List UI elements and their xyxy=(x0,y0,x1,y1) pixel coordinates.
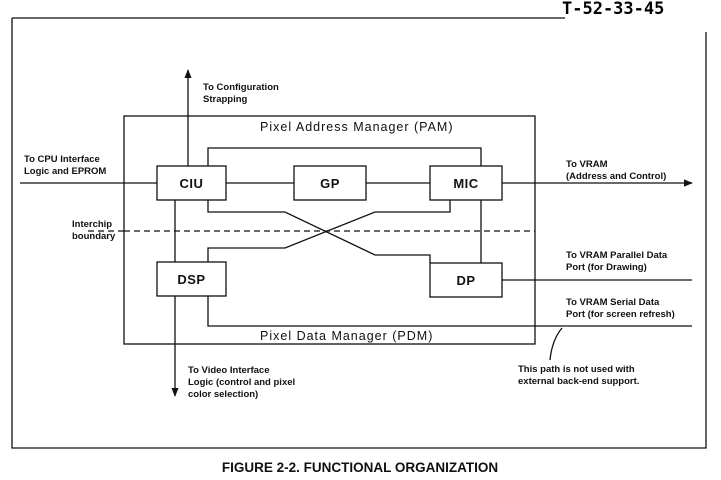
config-label-line2: Strapping xyxy=(203,94,248,105)
manager-boundary-box xyxy=(123,115,536,345)
dsp-serial-path xyxy=(207,296,535,327)
config-label-line1: To Configuration xyxy=(203,82,279,93)
pam-title: Pixel Address Manager (PAM) xyxy=(260,120,454,134)
document-id: T-52-33-45 xyxy=(562,0,664,19)
dsp-block xyxy=(156,261,227,297)
vram-address-label-line1: To VRAM xyxy=(566,159,608,170)
vram-serial-label-line2: Port (for screen refresh) xyxy=(566,309,675,320)
note-pointer xyxy=(549,327,563,361)
note-label-line2: external back-end support. xyxy=(518,376,639,387)
dp-block xyxy=(429,262,503,298)
cpu-label-line1: To CPU Interface xyxy=(24,154,100,165)
video-label-line1: To Video Interface xyxy=(188,365,269,376)
pdm-title: Pixel Data Manager (PDM) xyxy=(260,329,433,343)
note-label-line1: This path is not used with xyxy=(518,364,635,375)
video-label-line2: Logic (control and pixel xyxy=(188,377,295,388)
interchip-label-line2: boundary xyxy=(72,231,116,242)
dp-label: DP xyxy=(456,273,475,288)
dsp-label: DSP xyxy=(177,272,205,287)
page-frame xyxy=(11,17,707,449)
cpu-label-line2: Logic and EPROM xyxy=(24,166,106,177)
vram-parallel-label-line2: Port (for Drawing) xyxy=(566,262,647,273)
gp-block xyxy=(293,165,367,201)
ciu-block xyxy=(156,165,227,201)
cross-link-a xyxy=(207,200,431,263)
figure-caption: FIGURE 2-2. FUNCTIONAL ORGANIZATION xyxy=(222,460,498,475)
ciu-label: CIU xyxy=(180,176,204,191)
vram-parallel-label-line1: To VRAM Parallel Data xyxy=(566,250,668,261)
mic-block xyxy=(429,165,503,201)
mic-label: MIC xyxy=(453,176,478,191)
ciu-mic-top-bus xyxy=(207,147,482,166)
interchip-label-line1: Interchip xyxy=(72,219,112,230)
vram-serial-label-line1: To VRAM Serial Data xyxy=(566,297,660,308)
gp-label: GP xyxy=(320,176,340,191)
cross-link-b xyxy=(207,200,451,262)
vram-address-label-line2: (Address and Control) xyxy=(566,171,666,182)
video-label-line3: color selection) xyxy=(188,389,258,400)
